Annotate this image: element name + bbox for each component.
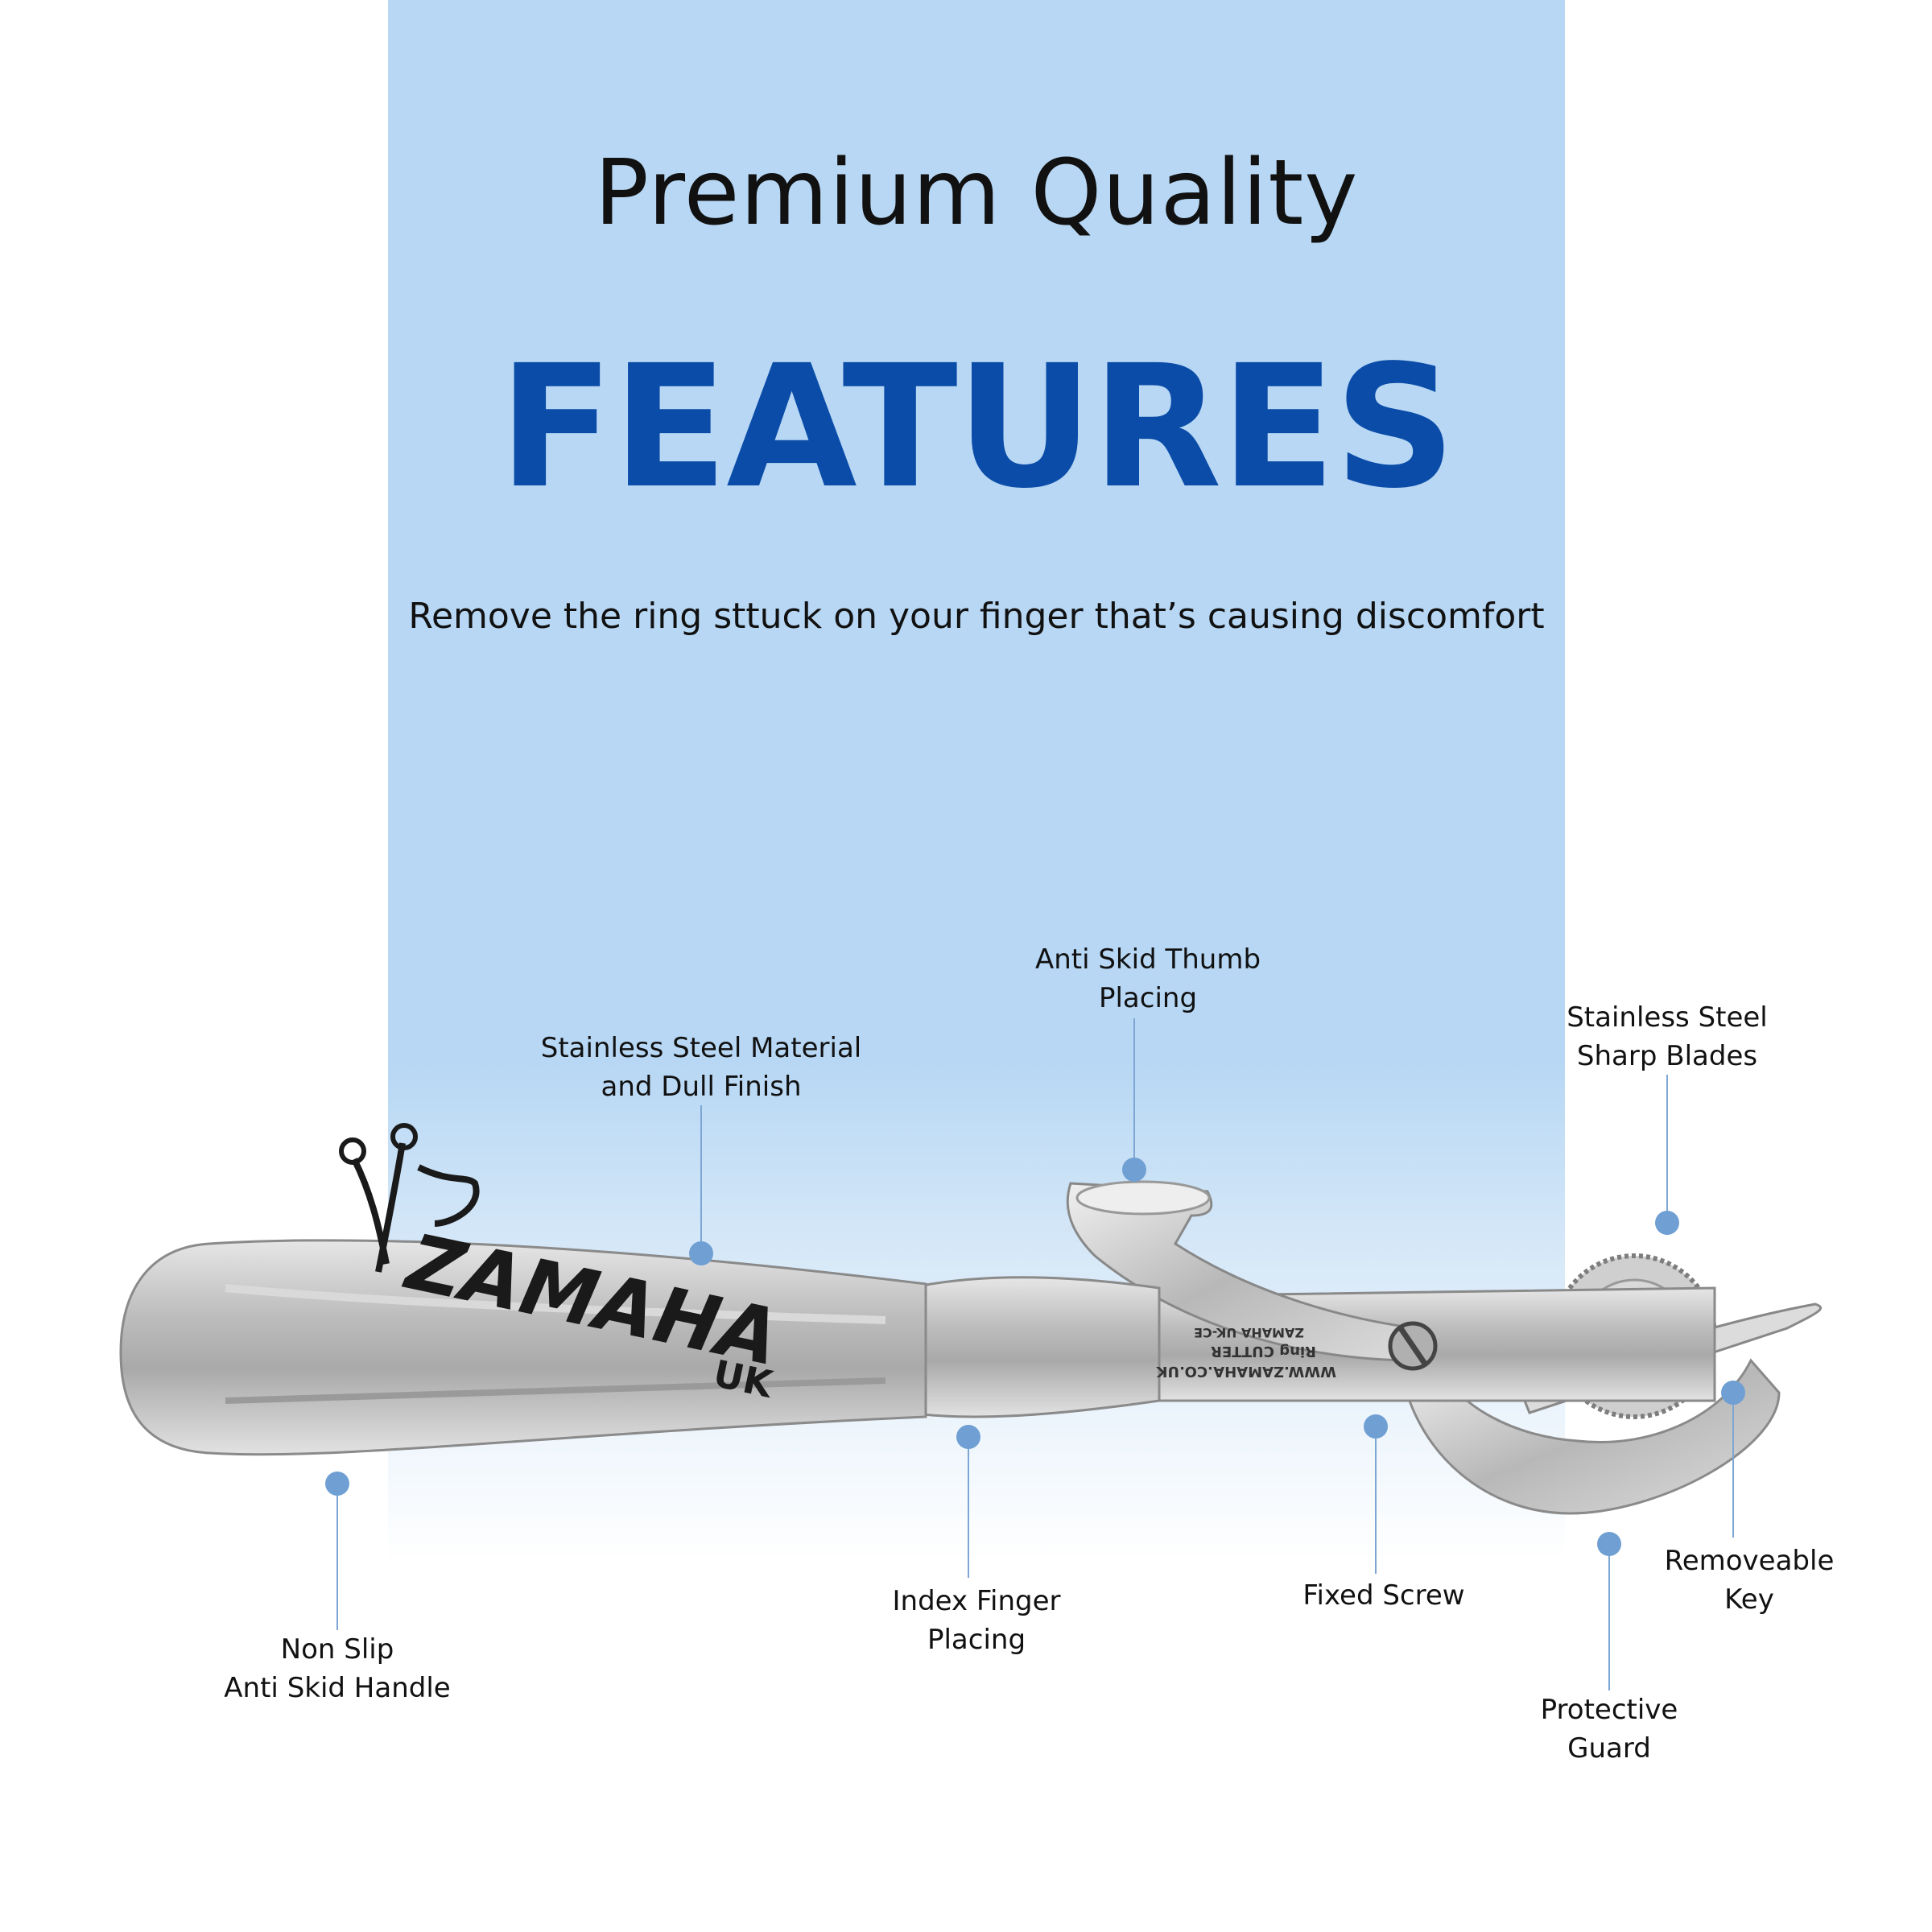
engraving-url: WWW.ZAMAHA.CO.UK xyxy=(1156,1363,1336,1380)
marker-thumb-placing xyxy=(1122,1158,1146,1182)
marker-stainless-material xyxy=(689,1241,713,1265)
marker-fixed-screw xyxy=(1364,1414,1388,1439)
marker-removeable-key xyxy=(1721,1381,1745,1405)
protective-guard-shape xyxy=(1399,1358,1781,1515)
label-non-slip-handle: Non Slip Anti Skid Handle xyxy=(224,1633,451,1704)
label-stainless-material: Stainless Steel Material and Dull Finish xyxy=(540,1032,862,1103)
label-index-finger: Index Finger Placing xyxy=(892,1585,1061,1656)
subtitle: Remove the ring sttuck on your finger th… xyxy=(408,596,1545,637)
scissors-icon xyxy=(351,1142,480,1273)
label-protective-guard: Protective Guard xyxy=(1540,1694,1678,1765)
neck xyxy=(908,1276,1161,1418)
marker-sharp-blades xyxy=(1655,1211,1679,1235)
page-title: FEATURES xyxy=(498,328,1455,526)
label-removeable-key: Removeable Key xyxy=(1664,1545,1835,1616)
marker-protective-guard xyxy=(1597,1532,1621,1556)
marker-non-slip-handle xyxy=(325,1472,349,1496)
label-fixed-screw: Fixed Screw xyxy=(1302,1579,1465,1612)
label-sharp-blades: Stainless Steel Sharp Blades xyxy=(1567,1001,1768,1072)
leader-lines xyxy=(336,1018,1734,1690)
feature-markers xyxy=(325,1158,1745,1556)
heading: Premium Quality xyxy=(594,141,1359,246)
marker-index-finger xyxy=(956,1425,980,1449)
label-thumb-placing: Anti Skid Thumb Placing xyxy=(1034,943,1261,1014)
engraving-mark: ZAMAHA UK-CE xyxy=(1194,1325,1304,1340)
engraving-name: Ring CUTTER xyxy=(1211,1343,1316,1360)
